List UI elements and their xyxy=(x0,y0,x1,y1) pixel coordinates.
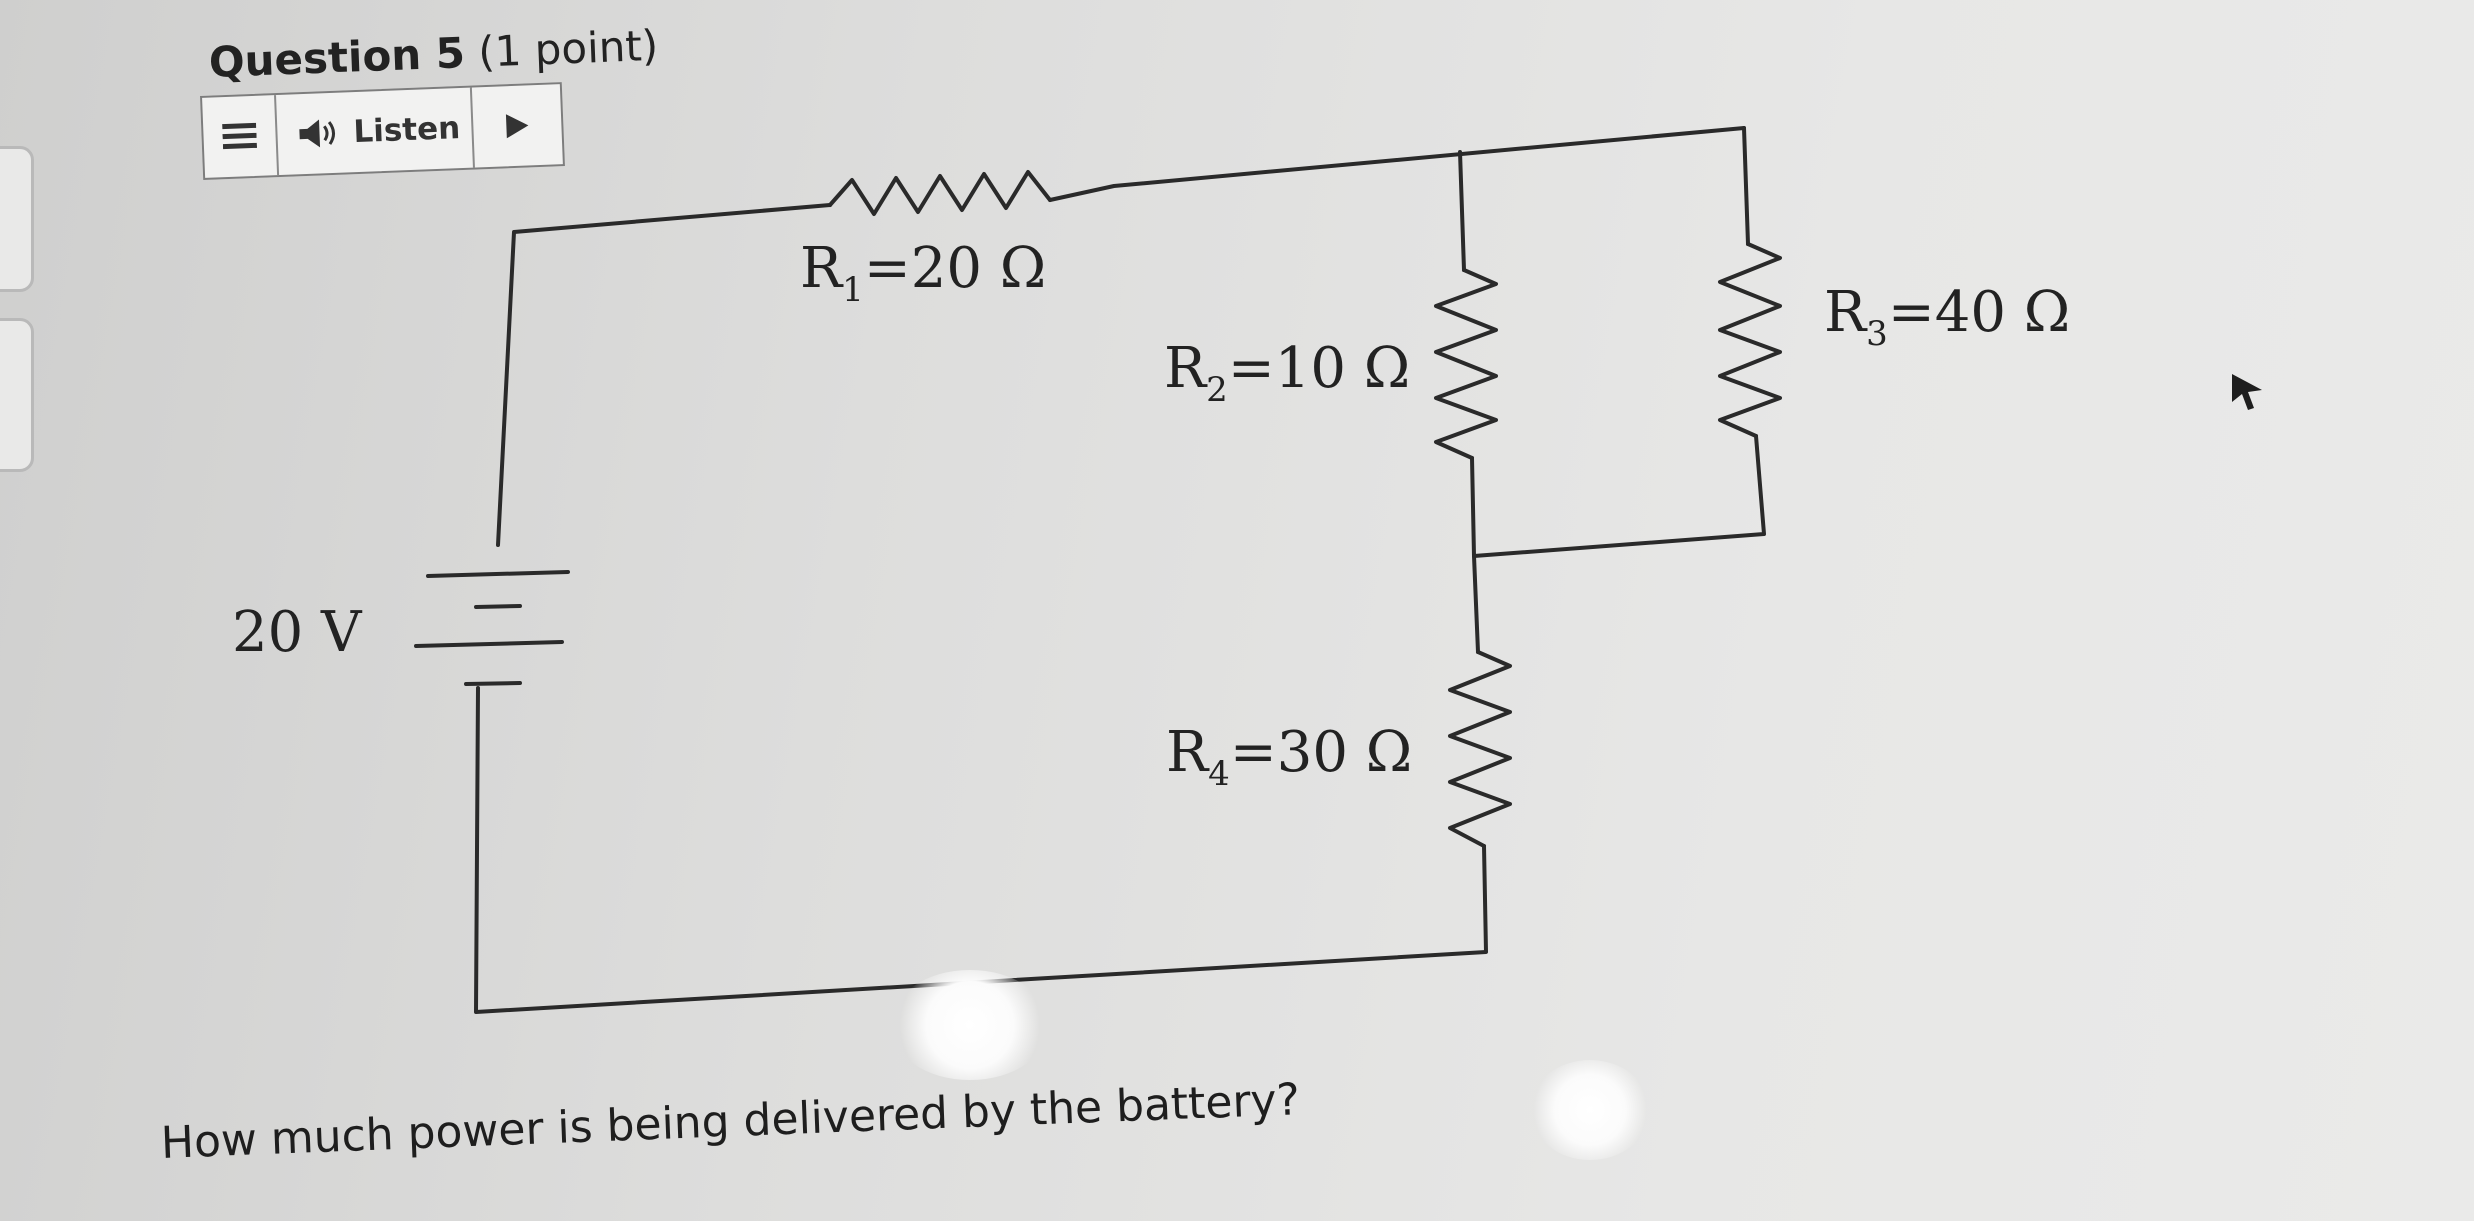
menu-button[interactable] xyxy=(202,95,280,178)
play-button[interactable] xyxy=(472,84,563,167)
battery-label: 20 V xyxy=(232,600,362,665)
glare-reflection xyxy=(890,970,1050,1080)
wire-left-top xyxy=(496,203,832,547)
speaker-icon xyxy=(299,119,336,148)
wire-r3-bottom xyxy=(1472,434,1766,558)
listen-button[interactable]: Listen xyxy=(276,87,475,176)
resistor-r4-label: R4=30 Ω xyxy=(1166,720,1413,794)
resistor-r2-symbol xyxy=(1434,268,1498,460)
wire-r2-bottom xyxy=(1470,456,1476,558)
resistor-r1-label: R1=20 Ω xyxy=(800,236,1047,310)
resistor-r2-label: R2=10 Ω xyxy=(1164,336,1411,410)
left-panel-edge-top xyxy=(0,146,34,292)
listen-toolbar: Listen xyxy=(200,82,565,180)
wire-r3-top xyxy=(1742,126,1750,246)
wire-top xyxy=(1048,126,1746,202)
left-panel-edge-bottom xyxy=(0,318,34,472)
wire-r2-top xyxy=(1458,150,1466,272)
resistor-r1-symbol xyxy=(828,170,1052,216)
play-icon xyxy=(505,114,529,139)
mouse-cursor-icon xyxy=(2232,374,2262,410)
glare-reflection xyxy=(1530,1060,1650,1160)
wire-r4-top xyxy=(1472,554,1480,654)
resistor-r3-label: R3=40 Ω xyxy=(1824,280,2071,354)
resistor-r3-symbol xyxy=(1718,242,1782,438)
resistor-r4-symbol xyxy=(1448,650,1512,848)
battery-symbol xyxy=(414,570,570,686)
hamburger-menu-icon xyxy=(222,122,258,150)
